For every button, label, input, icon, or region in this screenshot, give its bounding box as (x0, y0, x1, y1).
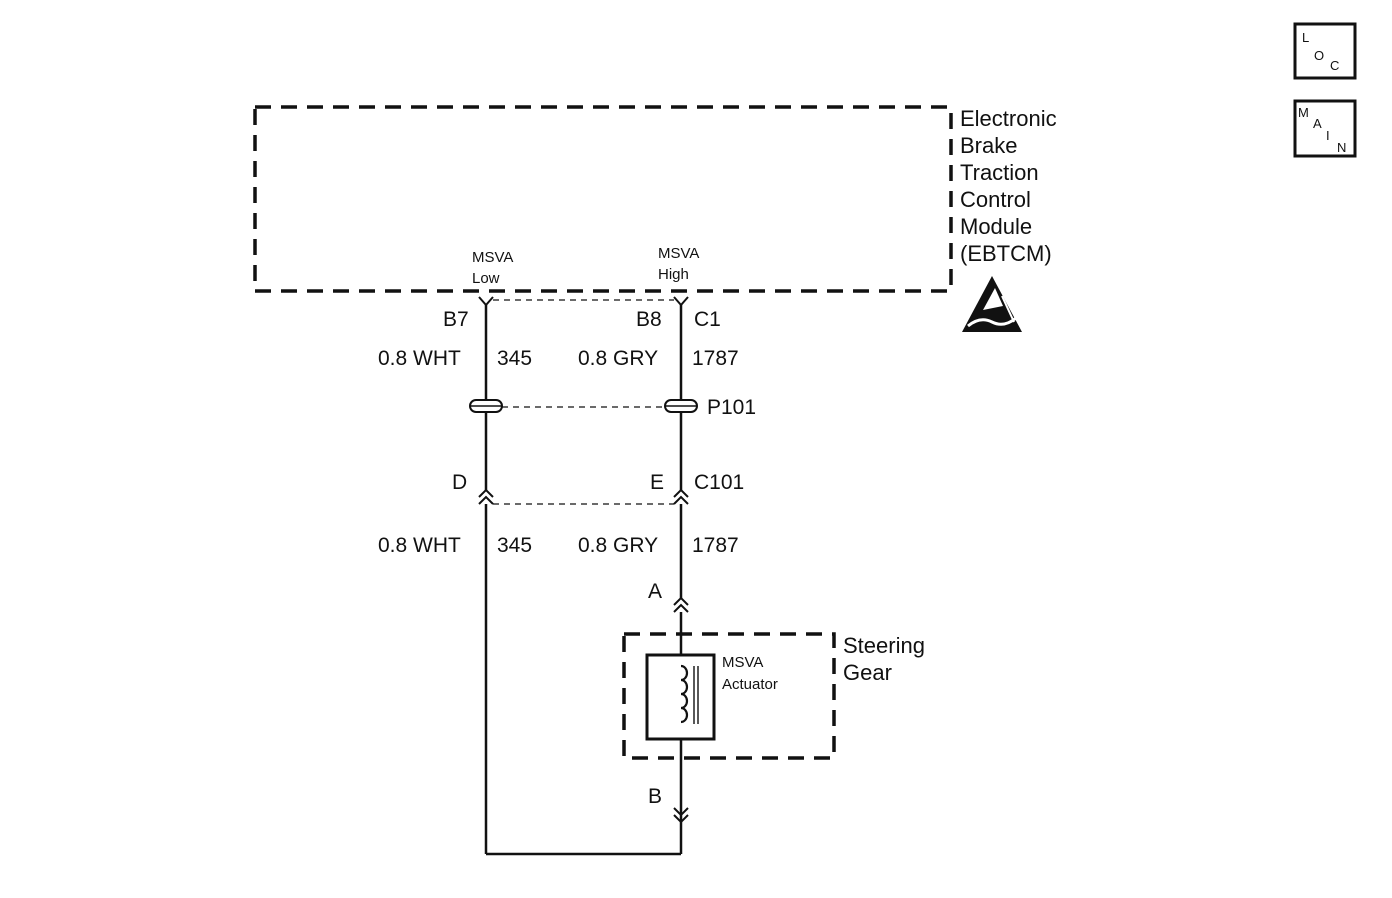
wire-1787-lower-gauge-color: 0.8 GRY (578, 534, 658, 557)
loc-button[interactable]: L O C (1293, 22, 1357, 80)
module-name-line-2: Brake (960, 133, 1017, 158)
loc-letter-1: L (1302, 30, 1309, 45)
p101-label: P101 (707, 396, 756, 419)
b8-terminal (673, 296, 689, 307)
main-letter-2: A (1313, 116, 1322, 131)
wire-345-lower-circuit: 345 (497, 534, 532, 557)
msva-actuator-coil-icon (680, 664, 689, 724)
ebtcm-module-box (253, 105, 953, 293)
p101-pass-through-high (664, 399, 698, 413)
msva-actuator-label-line-1: MSVA (722, 654, 763, 671)
msva-low-pin-label-line-2: Low (472, 270, 500, 287)
main-letter-3: I (1326, 128, 1330, 143)
module-name-line-1: Electronic (960, 106, 1057, 131)
wire-345-upper-circuit: 345 (497, 347, 532, 370)
main-letter-1: M (1298, 105, 1309, 120)
c101-cavity-d-terminal (478, 488, 494, 505)
msva-high-pin-label-line-1: MSVA (658, 245, 699, 262)
b8-cavity-label: B8 (636, 308, 662, 331)
main-letter-4: N (1337, 140, 1346, 155)
wire-345-upper-gauge-color: 0.8 WHT (378, 347, 461, 370)
steering-gear-cavity-a-label: A (648, 580, 662, 603)
wire-345-lower-gauge-color: 0.8 WHT (378, 534, 461, 557)
msva-actuator-box (645, 653, 716, 741)
loc-letter-2: O (1314, 48, 1324, 63)
c101-cavity-e-label: E (650, 471, 664, 494)
module-name-line-4: Control (960, 187, 1031, 212)
main-button[interactable]: M A I N (1293, 99, 1357, 158)
esd-warning-icon (962, 276, 1022, 332)
c101-connector-label: C101 (694, 471, 744, 494)
c101-cavity-d-label: D (452, 471, 467, 494)
p101-pass-through-low (469, 399, 503, 413)
c1-connector-label: C1 (694, 308, 721, 331)
b7-cavity-label: B7 (443, 308, 469, 331)
msva-low-pin-label-line-1: MSVA (472, 249, 513, 266)
steering-gear-label-line-1: Steering (843, 633, 925, 658)
msva-actuator-label-line-2: Actuator (722, 676, 778, 693)
ebtcm-module-label: Electronic Brake Traction Control Module… (960, 106, 1057, 266)
steering-gear-label-line-2: Gear (843, 660, 892, 685)
steering-gear-cavity-a-terminal (673, 596, 689, 613)
steering-gear-cavity-b-label: B (648, 785, 662, 808)
msva-high-pin-label-line-2: High (658, 266, 689, 283)
steering-gear-box (622, 632, 836, 760)
module-name-line-3: Traction (960, 160, 1039, 185)
wire-1787-upper-circuit: 1787 (692, 347, 739, 370)
module-name-line-5: Module (960, 214, 1032, 239)
module-name-line-6: (EBTCM) (960, 241, 1052, 266)
c101-cavity-e-terminal (673, 488, 689, 505)
wire-1787-lower-circuit: 1787 (692, 534, 739, 557)
b7-terminal (478, 296, 494, 307)
wire-1787-upper-gauge-color: 0.8 GRY (578, 347, 658, 370)
loc-letter-3: C (1330, 58, 1339, 73)
